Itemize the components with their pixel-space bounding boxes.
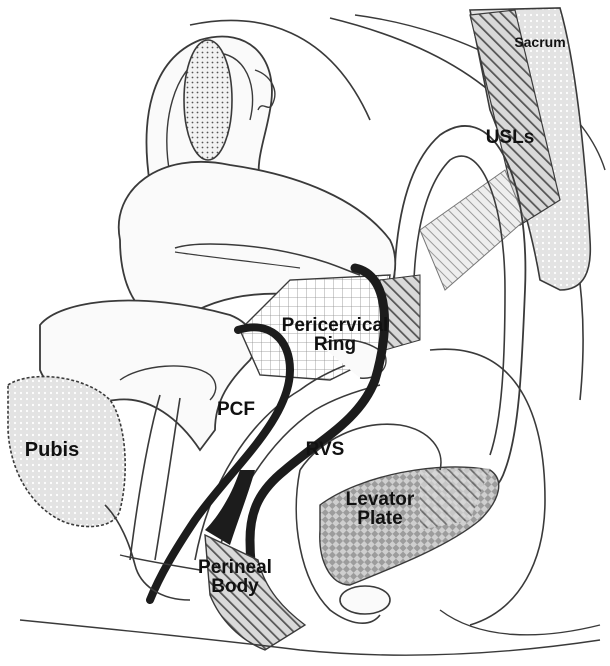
pericervical-ring-label: Pericervical Ring: [270, 316, 400, 355]
ovary: [184, 40, 232, 160]
pubis-label: Pubis: [14, 440, 90, 460]
perineum-lower-line: [20, 620, 600, 655]
pcf-label: PCF: [206, 400, 266, 419]
perineal-body-label: Perineal Body: [185, 558, 285, 597]
usls-label: USLs: [470, 128, 550, 147]
urethra-right: [155, 398, 180, 560]
anal-sphincter: [340, 586, 390, 614]
usl-ligament-light: [420, 170, 525, 290]
sacrum-label: Sacrum: [505, 35, 575, 49]
buttock-line: [440, 610, 600, 635]
urethra-left: [130, 395, 160, 560]
levator-plate-label: Levator Plate: [320, 490, 440, 529]
rvs-label: RVS: [295, 440, 355, 459]
